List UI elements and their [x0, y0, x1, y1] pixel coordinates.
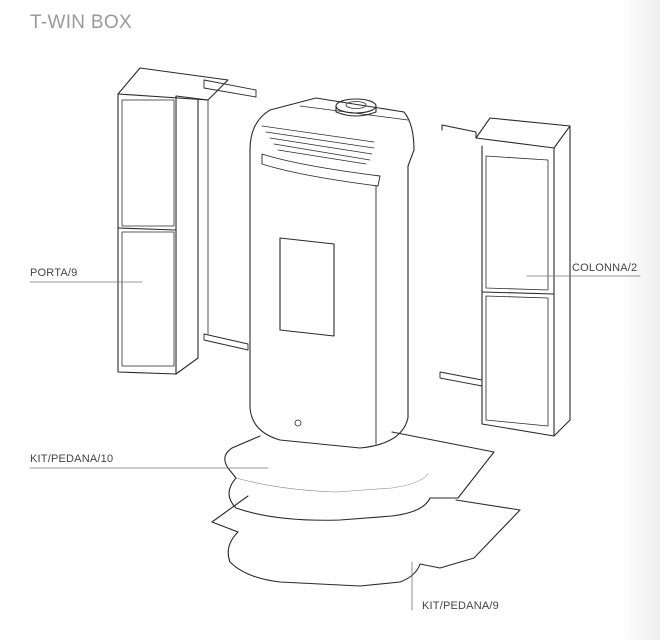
kit-pedana-9-part [211, 495, 521, 587]
kit-pedana-10-part [224, 431, 495, 521]
colonna-label: COLONNA/2 [572, 262, 638, 274]
leader-lines [29, 275, 641, 611]
porta-label: PORTA/9 [30, 267, 78, 279]
kit-pedana-10-label: KIT/PEDANA/10 [30, 453, 114, 465]
kit-pedana-9-label: KIT/PEDANA/9 [422, 600, 499, 612]
stove-body [249, 97, 415, 449]
left-column-part [117, 67, 257, 375]
right-column-part [439, 117, 571, 437]
diagram-title: T-WIN BOX [30, 12, 132, 33]
edge-shade [620, 0, 660, 640]
